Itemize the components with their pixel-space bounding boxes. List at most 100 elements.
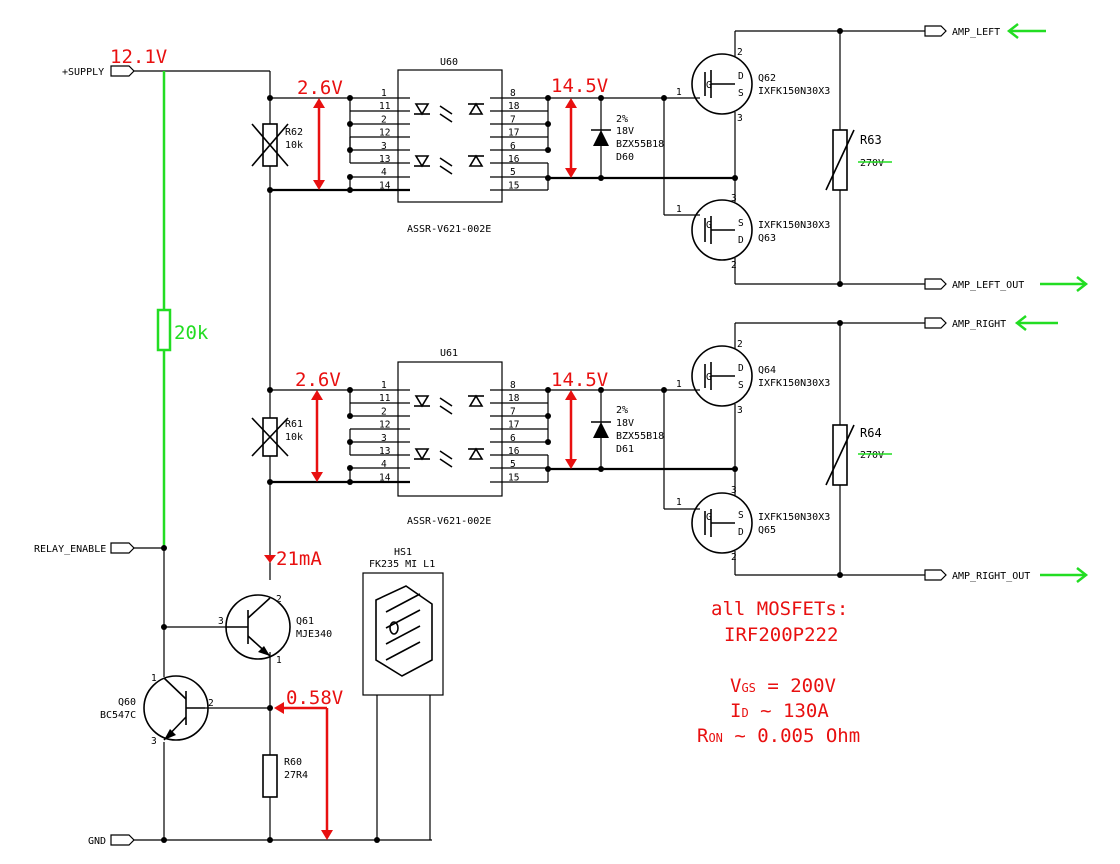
- q65-part: IXFK150N30X3: [758, 512, 830, 523]
- ic-pin-label: 2: [381, 406, 387, 417]
- r64-body: [832, 424, 848, 486]
- mosfet-gate-letter: G: [706, 220, 712, 231]
- heatsink-hs1: [362, 572, 444, 696]
- ic-pin-label: 12: [379, 128, 390, 139]
- mosfet-pin-number: 1: [676, 87, 682, 98]
- ic-pin-label: 12: [379, 420, 390, 431]
- r64-value: 270V: [860, 450, 884, 461]
- d60-part: BZX55B18: [616, 139, 664, 150]
- q61-ref: Q61: [296, 616, 314, 627]
- port-amp-left-out-label: AMP_LEFT_OUT: [952, 280, 1024, 291]
- ic-pin-label: 16: [508, 446, 520, 457]
- d60-volt: 18V: [616, 126, 634, 137]
- led-voltage-top-annotation: 2.6V: [297, 77, 343, 99]
- ic-pin-label: 7: [510, 114, 516, 125]
- mosfet-terminal-letter: D: [738, 235, 744, 246]
- ic-pin-label: 8: [510, 380, 516, 391]
- q63-body: [691, 199, 753, 261]
- ic-pin-label: 14: [379, 180, 391, 191]
- r60-value: 27R4: [284, 770, 308, 781]
- ic-pin-label: 2: [381, 114, 387, 125]
- u61-body: [397, 361, 503, 497]
- mosfet-pin-number: 1: [676, 379, 682, 390]
- r62-body: [262, 123, 278, 167]
- q61-part: MJE340: [296, 629, 332, 640]
- ic-pin-label: 1: [381, 380, 387, 391]
- mosfet-terminal-letter: D: [738, 527, 744, 538]
- mosfets-top: [663, 28, 925, 287]
- ic-pin-label: 3: [381, 433, 387, 444]
- mosfet-pin-number: 1: [676, 497, 682, 508]
- mosfet-pin-number: 3: [731, 193, 737, 204]
- q63-part: IXFK150N30X3: [758, 220, 830, 231]
- d61-volt: 18V: [616, 418, 634, 429]
- divider-resistor-annotation: 20k: [174, 322, 209, 344]
- port-amp-right-label: AMP_RIGHT: [952, 319, 1006, 330]
- mosfet-terminal-letter: S: [738, 380, 744, 391]
- ic-pin-label: 15: [508, 180, 519, 191]
- u60-ref: U60: [440, 57, 458, 68]
- note-id: ID ~ 130A: [730, 700, 829, 722]
- ic-pin-label: 13: [379, 446, 390, 457]
- note-line-2: IRF200P222: [724, 624, 838, 646]
- q65-ref: Q65: [758, 525, 776, 536]
- ic-pin-label: 16: [508, 154, 520, 165]
- r60-body: [262, 754, 278, 798]
- wires: [134, 70, 432, 841]
- ic-pin-label: 17: [508, 420, 519, 431]
- q60-pin-3: 3: [151, 736, 157, 747]
- u60-value: ASSR-V621-002E: [407, 224, 491, 235]
- port-supply-label: +SUPPLY: [62, 67, 104, 78]
- ic-pin-label: 1: [381, 88, 387, 99]
- u60-body: [397, 69, 503, 203]
- port-amp-left-label: AMP_LEFT: [952, 27, 1000, 38]
- q64-part: IXFK150N30X3: [758, 378, 830, 389]
- mosfet-terminal-letter: D: [738, 363, 744, 374]
- mosfet-pin-number: 3: [731, 485, 737, 496]
- ic-pin-label: 3: [381, 141, 387, 152]
- q62-ref: Q62: [758, 73, 776, 84]
- ic-pin-label: 13: [379, 154, 390, 165]
- ic-pin-label: 11: [379, 393, 391, 404]
- mosfet-pin-number: 2: [731, 552, 737, 563]
- ic-pin-label: 8: [510, 88, 516, 99]
- relay-block-top: [251, 69, 735, 203]
- ic-pin-label: 14: [379, 472, 391, 483]
- port-flags: [110, 25, 947, 846]
- current-annotation: 21mA: [276, 548, 322, 570]
- mosfet-terminal-letter: S: [738, 510, 744, 521]
- q60-pin-1: 1: [151, 673, 157, 684]
- mosfet-pin-number: 3: [737, 405, 743, 416]
- r61-ref: R61: [285, 419, 303, 430]
- q64-body: [691, 345, 753, 407]
- q64-ref: Q64: [758, 365, 776, 376]
- hs1-ref: HS1: [394, 547, 412, 558]
- q60-body: [143, 675, 209, 741]
- relay-block-bottom: [251, 361, 735, 497]
- ic-pin-label: 6: [510, 141, 516, 152]
- r63-ref: R63: [860, 133, 882, 147]
- r63-value: 270V: [860, 158, 884, 169]
- ic-pin-label: 18: [508, 101, 520, 112]
- r60-ref: R60: [284, 757, 302, 768]
- q61-pin-2: 2: [276, 594, 282, 605]
- d61-ref: D61: [616, 444, 634, 455]
- mosfet-pin-number: 2: [731, 260, 737, 271]
- r61-body: [262, 417, 278, 457]
- q62-part: IXFK150N30X3: [758, 86, 830, 97]
- d60-ref: D60: [616, 152, 634, 163]
- gate-voltage-bottom-annotation: 14.5V: [551, 369, 608, 391]
- ic-pin-label: 4: [381, 167, 387, 178]
- d61-part: BZX55B18: [616, 431, 664, 442]
- q60-ref: Q60: [118, 697, 136, 708]
- mosfet-pin-number: 2: [737, 47, 743, 58]
- r63-body: [832, 129, 848, 191]
- supply-overlay: [156, 71, 172, 548]
- ic-pin-label: 18: [508, 393, 520, 404]
- supply-voltage-annotation: 12.1V: [110, 46, 167, 68]
- q63-ref: Q63: [758, 233, 776, 244]
- sense-voltage-annotation: 0.58V: [286, 687, 343, 709]
